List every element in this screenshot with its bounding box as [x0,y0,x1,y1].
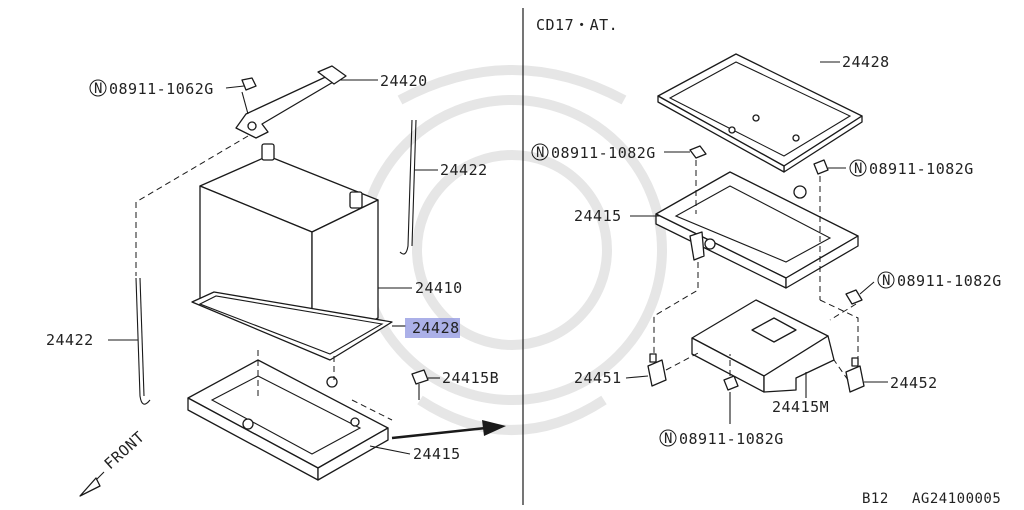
label-24428-left[interactable]: 24428 [412,319,460,337]
label-24428-right: 24428 [842,53,890,71]
dash-clamp-left-to-bracket [665,351,701,371]
label-24410: 24410 [415,279,463,297]
n-symbol: N [854,161,863,177]
battery-tray-24415[interactable] [187,359,389,481]
n-symbol: N [882,273,891,289]
dash-bolt-to-tray [351,399,393,421]
footer-section: B12 [862,491,889,507]
n-symbol-icon [849,159,867,177]
hold-rod-24422-left[interactable] [135,277,151,405]
n-symbol-icon [877,271,895,289]
highlight-24428 [405,318,460,338]
n-symbol: N [94,81,103,97]
dash-holder-to-rod [135,135,249,276]
leader-tray [369,445,411,455]
nut-08911-1082G-right[interactable] [813,159,829,175]
label-24415B: 24415B [442,369,499,387]
label-24415-left: 24415 [413,445,461,463]
bracket-24415M[interactable] [691,299,835,393]
n-symbol: N [664,431,673,447]
battery-cover-24428[interactable] [657,53,863,173]
tray-pad-24428[interactable] [191,291,393,361]
label-nut-1082G-bottom: 08911-1082G [679,430,784,448]
dash-tray-to-clamp [653,262,699,354]
battery-tray-24415-right[interactable] [655,171,859,289]
label-24422-right: 24422 [440,161,488,179]
variant-note: CD17・AT. [536,16,618,34]
front-arrow-icon [79,471,105,497]
clamp-24451[interactable] [647,353,667,387]
dash-side-nut [829,303,857,321]
leader-nut-top [225,85,245,89]
n-symbol: N [536,145,545,161]
panel-link-arrow-icon [391,420,506,440]
label-nut-1082G-left: 08911-1082G [551,144,656,162]
battery-holder-24420[interactable] [235,65,347,139]
label-24415M: 24415M [772,398,829,416]
leader-nut-side [859,281,875,295]
label-nut-1082G-right: 08911-1082G [869,160,974,178]
clamp-24452[interactable] [845,357,865,393]
nut-08911-1062G[interactable] [241,77,257,91]
nut-leader [241,91,249,115]
n-symbol-icon [659,429,677,447]
footer-code: AG24100005 [912,491,1001,507]
nut-08911-1082G-bottom[interactable] [723,375,739,391]
n-symbol-icon [531,143,549,161]
label-24420: 24420 [380,72,428,90]
label-24422-left: 24422 [46,331,94,349]
label-24452: 24452 [890,374,938,392]
label-24415-right: 24415 [574,207,622,225]
n-symbol-icon [89,79,107,97]
label-nut-1082G-side: 08911-1082G [897,272,1002,290]
nut-08911-1082G-side[interactable] [845,289,863,305]
bolt-24415B[interactable] [411,369,429,400]
front-label: FRONT [101,428,148,473]
label-24451: 24451 [574,369,622,387]
hold-rod-24422-right[interactable] [399,119,417,255]
dash-to-clamp-right [819,299,859,358]
dash-clamp-right-to-bracket [833,359,849,381]
leader-clamp-left [625,375,649,379]
nut-08911-1082G-left[interactable] [689,145,707,159]
label-nut-08911-1062G: 08911-1062G [109,80,214,98]
